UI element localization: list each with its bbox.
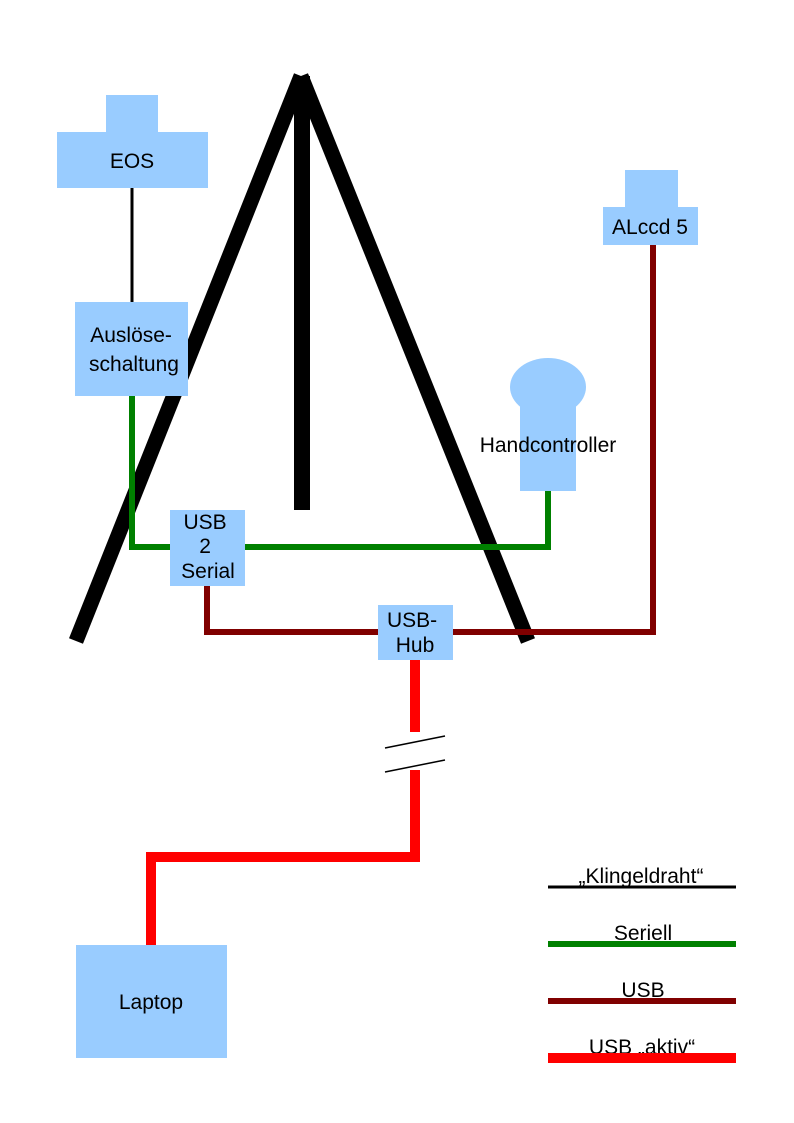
svg-text:USB- Hub: USB- Hub — [387, 609, 443, 657]
legend-label-seriell: Seriell — [614, 922, 672, 945]
eos-label: EOS — [110, 150, 154, 173]
ausloese-label-line2: schaltung — [89, 353, 179, 376]
tripod-right-leg — [294, 73, 535, 644]
alccd-label: ALccd 5 — [612, 216, 688, 239]
legend-item-usb: USB — [548, 979, 736, 1004]
usb2serial-box: USB 2 Serial — [170, 510, 245, 586]
handcontroller: Handcontroller — [480, 358, 617, 491]
wires — [129, 188, 656, 945]
laptop-label: Laptop — [119, 991, 183, 1014]
usb-wire-serial — [204, 586, 378, 635]
legend-label-klingeldraht: „Klingeldraht“ — [579, 865, 704, 888]
eos-camera: EOS — [57, 95, 208, 188]
legend-item-seriell: Seriell — [548, 922, 736, 947]
usbhub-box: USB- Hub — [378, 605, 453, 660]
svg-text:Auslöse- schaltung: Auslöse- schaltung — [89, 324, 179, 376]
legend-item-usb-aktiv: USB „aktiv“ — [548, 1036, 736, 1063]
alccd-camera: ALccd 5 — [603, 170, 698, 245]
legend: „Klingeldraht“ Seriell USB USB „aktiv“ — [548, 865, 736, 1063]
usb2serial-label-line2: 2 — [199, 535, 211, 558]
tripod-left-leg — [69, 73, 308, 644]
usbhub-label-line2: Hub — [396, 634, 435, 657]
cable-break-mark — [384, 735, 446, 773]
laptop-box: Laptop — [76, 945, 227, 1058]
usb-aktiv-wire-laptop — [146, 770, 420, 945]
usbhub-label-line1: USB- — [387, 609, 437, 632]
legend-label-usb: USB — [621, 979, 664, 1002]
usb-wire-alccd — [453, 245, 656, 635]
seriell-wire-ausloese — [129, 396, 170, 550]
handcontroller-label: Handcontroller — [480, 434, 617, 457]
ausloese-box: Auslöse- schaltung — [75, 302, 188, 396]
ausloese-label-line1: Auslöse- — [90, 324, 172, 347]
usb2serial-label-line1: USB — [183, 511, 226, 534]
legend-item-klingeldraht: „Klingeldraht“ — [548, 865, 736, 889]
svg-text:USB 2 Serial: USB 2 Serial — [181, 511, 235, 583]
seriell-wire-handcontroller — [245, 491, 551, 550]
usb2serial-label-line3: Serial — [181, 560, 235, 583]
